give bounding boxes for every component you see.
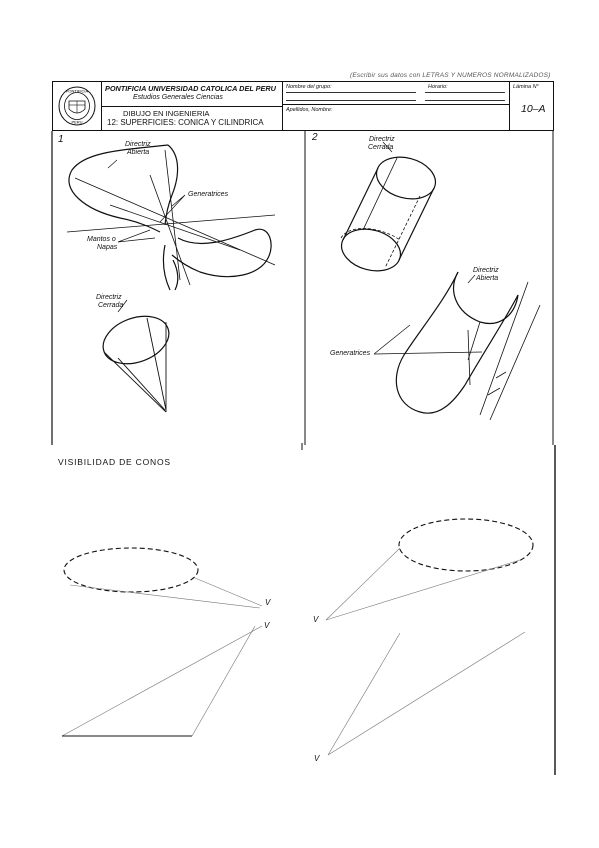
title-block: PONTIFICIA PERU PONTIFICIA UNIVERSIDAD C…: [52, 81, 554, 131]
p2-directriz-abierta-1: Directriz: [473, 267, 499, 274]
p2-directriz-cerrada-2: Cerrada: [368, 144, 394, 151]
instruction-note: (Escribir sus datos con LETRAS Y NUMEROS…: [350, 72, 551, 79]
p1-directriz-abierta-2: Abierta: [127, 149, 150, 156]
course-title: DIBUJO EN INGENIERIA: [123, 109, 210, 118]
p2-directriz-cerrada-1: Directriz: [369, 136, 395, 143]
panel-2-number: 2: [312, 132, 318, 143]
visibility-title: VISIBILIDAD DE CONOS: [58, 457, 171, 467]
vertex-label-4: V: [314, 754, 320, 763]
topic-title: 12: SUPERFICIES: CONICA Y CILINDRICA: [107, 118, 264, 127]
p1-directriz-cerrada-1: Directriz: [96, 294, 122, 301]
panel-1-number: 1: [58, 134, 64, 145]
sheet-number: 10–A: [521, 103, 546, 115]
p1-directriz-cerrada-2: Cerrada: [98, 302, 124, 309]
p1-mantos-1: Mantos o: [87, 236, 116, 243]
vertex-label-3: V: [313, 615, 319, 624]
p1-generatrices: Generatrices: [188, 191, 229, 198]
p2-generatrices: Generatrices: [330, 350, 371, 357]
faculty-name: Estudios Generales Ciencias: [133, 94, 223, 101]
svg-text:PERU: PERU: [71, 120, 82, 125]
p1-directriz-abierta-1: Directriz: [125, 141, 151, 148]
name-label: Apellidos, Nombre:: [286, 107, 333, 113]
university-name: PONTIFICIA UNIVERSIDAD CATOLICA DEL PERU: [105, 84, 276, 93]
p2-directriz-abierta-2: Abierta: [476, 275, 499, 282]
group-label: Nombre del grupo:: [286, 84, 332, 90]
sheet-label: Lámina N°: [513, 84, 539, 90]
schedule-label: Horario:: [428, 84, 448, 90]
university-seal-logo: PONTIFICIA PERU: [57, 85, 97, 127]
vertex-label-2: V: [264, 621, 270, 630]
p1-mantos-2: Napas: [97, 244, 118, 251]
vertex-label-1: V: [265, 598, 271, 607]
svg-text:PONTIFICIA: PONTIFICIA: [66, 89, 89, 94]
